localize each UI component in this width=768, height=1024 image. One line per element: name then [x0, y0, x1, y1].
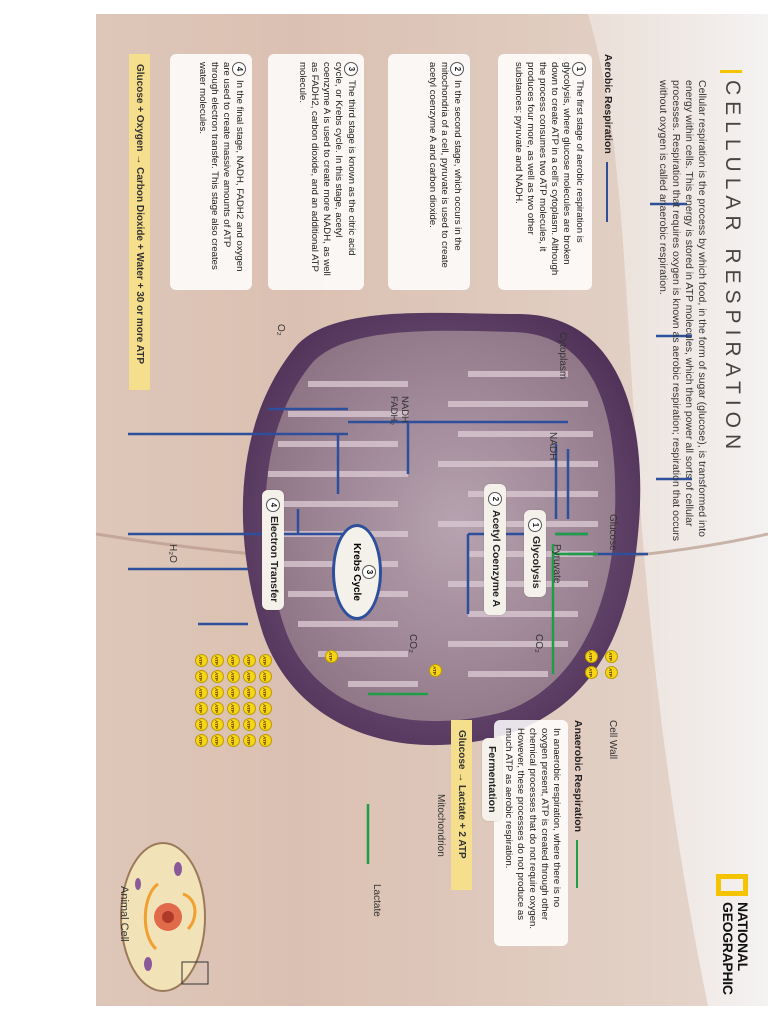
acetyl-coa-number: 2 — [488, 492, 502, 506]
atp-molecule: ATP — [211, 718, 224, 731]
anaerobic-equation: Glucose → Lactate + 2 ATP — [451, 720, 472, 890]
atp-molecule: ATP — [605, 666, 618, 679]
atp-molecule: ATP — [243, 734, 256, 747]
anaerobic-text: In anaerobic respiration, where there is… — [503, 728, 562, 930]
step-4-number: 4 — [232, 62, 246, 76]
mitochondrion-shape — [242, 312, 641, 746]
mitochondrion-label: Mitochondrion — [435, 794, 446, 857]
atp-molecule: ATP — [259, 734, 272, 747]
atp-molecule: ATP — [243, 718, 256, 731]
intro-paragraph: Cellular respiration is the process by w… — [657, 80, 708, 542]
electron-number: 4 — [266, 498, 280, 512]
atp-molecule: ATP — [211, 702, 224, 715]
anaerobic-text-box: In anaerobic respiration, where there is… — [494, 720, 568, 946]
atp-molecule: ATP — [585, 666, 598, 679]
co2-label-top: CO₂ — [533, 634, 544, 653]
glycolysis-label: Glycolysis — [530, 536, 542, 589]
green-arrows — [366, 532, 598, 864]
atp-molecule: ATP — [259, 670, 272, 683]
blue-arrows — [128, 202, 692, 626]
step-4-text: In the final stage, NADH, FADH2 and oxyg… — [197, 62, 245, 272]
step-3-box: 3The third stage is known as the citric … — [268, 54, 364, 290]
anaerobic-heading: Anaerobic Respiration — [572, 720, 584, 833]
atp-molecule: ATP — [243, 654, 256, 667]
step-2-box: 2In the second stage, which occurs in th… — [388, 54, 470, 290]
atp-molecule: ATP — [195, 654, 208, 667]
co2-label-krebs: CO₂ — [407, 634, 418, 653]
krebs-label: Krebs Cycle — [351, 543, 362, 601]
aerobic-heading-line — [606, 162, 608, 222]
nadh-label: NADH — [547, 432, 558, 461]
animal-cell-label: Animal Cell — [118, 886, 130, 942]
lactate-label: Lactate — [371, 884, 382, 917]
atp-molecule: ATP — [429, 664, 442, 677]
pyruvate-label: Pyruvate — [551, 544, 562, 584]
atp-molecule: ATP — [227, 702, 240, 715]
fermentation-node: Fermentation — [482, 738, 502, 821]
glycolysis-node: 1Glycolysis — [524, 510, 546, 597]
h2o-label: H₂O — [167, 544, 178, 563]
acetyl-coa-label: Acetyl Coenzyme A — [490, 510, 502, 608]
atp-molecule: ATP — [259, 702, 272, 715]
atp-molecule: ATP — [585, 650, 598, 663]
animal-cell-illustration — [120, 842, 209, 992]
atp-molecule: ATP — [227, 734, 240, 747]
o2-label: O₂ — [275, 324, 286, 336]
national-geographic-logo-icon — [716, 874, 748, 896]
atp-molecule: ATP — [211, 654, 224, 667]
step-3-number: 3 — [344, 62, 358, 76]
title-accent-bar — [720, 70, 742, 73]
page-title: CELLULAR RESPIRATION — [721, 80, 744, 456]
nadh-fadh-label: NADH FADH₂ — [388, 396, 410, 426]
step-1-box: 1The first stage of aerobic respiration … — [498, 54, 592, 290]
brand-line-1: NATIONAL — [735, 902, 751, 971]
atp-molecule: ATP — [259, 686, 272, 699]
atp-molecule: ATP — [243, 670, 256, 683]
aerobic-equation: Glucose + Oxygen → Carbon Dioxide + Wate… — [129, 54, 150, 390]
atp-molecule: ATP — [227, 670, 240, 683]
cell-wall-label: Cell Wall — [607, 720, 618, 760]
poster: CELLULAR RESPIRATION Cellular respiratio… — [96, 14, 768, 1006]
step-4-box: 4In the final stage, NADH, FADH2 and oxy… — [170, 54, 252, 290]
step-3-text: The third stage is known as the citric a… — [297, 62, 357, 276]
atp-molecule: ATP — [259, 654, 272, 667]
atp-molecule: ATP — [605, 650, 618, 663]
atp-molecule: ATP — [211, 670, 224, 683]
atp-molecule: ATP — [243, 702, 256, 715]
atp-molecule: ATP — [195, 718, 208, 731]
atp-molecule: ATP — [195, 702, 208, 715]
atp-molecule: ATP — [195, 686, 208, 699]
step-1-number: 1 — [572, 62, 586, 76]
atp-molecule: ATP — [211, 734, 224, 747]
atp-molecule: ATP — [227, 718, 240, 731]
atp-molecule: ATP — [195, 734, 208, 747]
glucose-label: Glucose — [607, 514, 618, 551]
anaerobic-heading-line — [576, 840, 578, 888]
atp-molecule: ATP — [195, 670, 208, 683]
brand-line-2: GEOGRAPHIC — [720, 902, 736, 995]
cytoplasm-label: Cytoplasm — [557, 332, 568, 380]
brand-name: NATIONAL GEOGRAPHIC — [720, 902, 751, 995]
atp-molecule: ATP — [325, 650, 338, 663]
atp-molecule: ATP — [227, 654, 240, 667]
step-1-text: The first stage of aerobic respiration i… — [513, 62, 585, 276]
atp-molecule: ATP — [259, 718, 272, 731]
atp-molecule: ATP — [227, 686, 240, 699]
aerobic-heading: Aerobic Respiration — [602, 54, 614, 154]
atp-molecule: ATP — [211, 686, 224, 699]
step-2-number: 2 — [450, 62, 464, 76]
acetyl-coa-node: 2Acetyl Coenzyme A — [484, 484, 506, 616]
step-2-text: In the second stage, which occurs in the… — [427, 62, 463, 268]
fermentation-label: Fermentation — [486, 746, 498, 813]
krebs-number: 3 — [362, 565, 376, 579]
glycolysis-number: 1 — [528, 518, 542, 532]
electron-transfer-node: 4Electron Transfer — [262, 490, 284, 611]
atp-molecule: ATP — [243, 686, 256, 699]
electron-label: Electron Transfer — [268, 516, 280, 603]
